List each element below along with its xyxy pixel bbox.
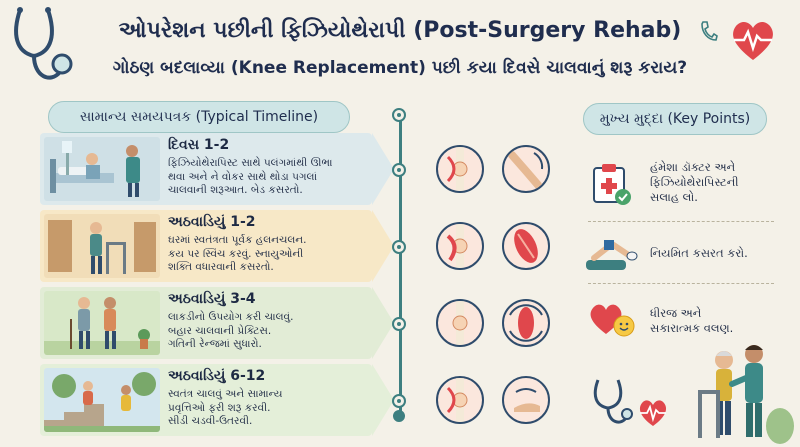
stage-title: અઠવાડિયું 1-2 bbox=[168, 214, 256, 230]
heart-pulse-icon bbox=[733, 21, 773, 60]
foot-step-illustration bbox=[502, 376, 550, 424]
stairs-walking-illustration bbox=[44, 368, 160, 432]
stage-row: અઠવાડિયું 1-2 ઘરમાં સ્વતંત્રતા પૂર્વક હલ… bbox=[40, 210, 372, 282]
stage-title: અઠવાડિયું 6-12 bbox=[168, 368, 266, 384]
stage-title: અઠવાડિયું 3-4 bbox=[168, 291, 256, 307]
stage-description: ફિઝિયોથેરાપિસ્ટ સાથે પલંગમાંથી ઊભાથવા અન… bbox=[168, 157, 333, 196]
stethoscope-icon bbox=[593, 379, 633, 424]
page-title: ઓપરેશન પછીની ફિઝિયોથેરાપી (Post-Surgery … bbox=[118, 18, 682, 43]
key-point-text: નિયમિત કસરત કરો. bbox=[650, 246, 748, 260]
heart-pulse-icon bbox=[639, 400, 667, 426]
leg-exercise-icon bbox=[586, 240, 638, 270]
key-point-item: નિયમિત કસરત કરો. bbox=[566, 234, 780, 278]
stethoscope-icon bbox=[14, 7, 73, 80]
timeline-line bbox=[399, 114, 402, 414]
knee-rotation-illustration bbox=[502, 299, 550, 347]
stage-description: લાકડીનો ઉપયોગ કરી ચાલવું.બહાર ચાલવાની પ્… bbox=[168, 311, 294, 350]
timeline-dot bbox=[392, 240, 406, 254]
knee-joint-illustration bbox=[436, 222, 484, 270]
knee-joint-illustration bbox=[436, 376, 484, 424]
knee-joint-illustration bbox=[436, 299, 484, 347]
timeline-dot bbox=[392, 108, 406, 122]
hospital-bed-illustration bbox=[44, 137, 160, 201]
timeline-heading: સામાન્ય સમયપત્રક (Typical Timeline) bbox=[48, 101, 350, 133]
stage-description: ઘરમાં સ્વતંત્રતા પૂર્વક હલનચલન.કય પર સ્વ… bbox=[168, 234, 307, 273]
phone-icon bbox=[701, 21, 718, 41]
timeline-dot bbox=[392, 163, 406, 177]
timeline-dot bbox=[392, 394, 406, 408]
timeline-dot bbox=[393, 410, 405, 422]
knee-joint-illustration bbox=[436, 145, 484, 193]
thigh-muscle-illustration bbox=[502, 222, 550, 270]
patient-with-nurse-illustration bbox=[698, 345, 794, 444]
heart-smile-icon bbox=[590, 304, 635, 337]
stage-row: દિવસ 1-2 ફિઝિયોથેરાપિસ્ટ સાથે પલંગમાંથી … bbox=[40, 133, 372, 205]
page-subtitle: ગોઠણ બદલાવ્યા (Knee Replacement) પછી કયા… bbox=[112, 58, 688, 78]
walker-illustration bbox=[44, 214, 160, 278]
stage-row: અઠવાડિયું 3-4 લાકડીનો ઉપયોગ કરી ચાલવું.બ… bbox=[40, 287, 372, 359]
stage-row: અઠવાડિયું 6-12 સ્વતંત્ર ચાલવું અને સામાન… bbox=[40, 364, 372, 436]
key-point-item: ધીરજ અનેસકારાત્મક વલણ. bbox=[566, 300, 780, 344]
leg-bend-illustration bbox=[502, 145, 550, 193]
timeline-dot bbox=[392, 317, 406, 331]
key-points-heading: મુખ્ય મુદ્દા (Key Points) bbox=[583, 103, 767, 135]
key-point-text: ધીરજ અનેસકારાત્મક વલણ. bbox=[650, 306, 734, 335]
divider bbox=[588, 283, 774, 284]
key-point-item: હંમેશા ડૉક્ટર અનેફિઝિયોથેરાપિસ્ટનીસલાહ લ… bbox=[566, 158, 780, 218]
key-point-text: હંમેશા ડૉક્ટર અનેફિઝિયોથેરાપિસ્ટનીસલાહ લ… bbox=[650, 160, 739, 204]
stage-title: દિવસ 1-2 bbox=[168, 137, 230, 153]
cane-walking-illustration bbox=[44, 291, 160, 355]
medical-clipboard-icon bbox=[593, 164, 631, 205]
divider bbox=[588, 221, 774, 222]
